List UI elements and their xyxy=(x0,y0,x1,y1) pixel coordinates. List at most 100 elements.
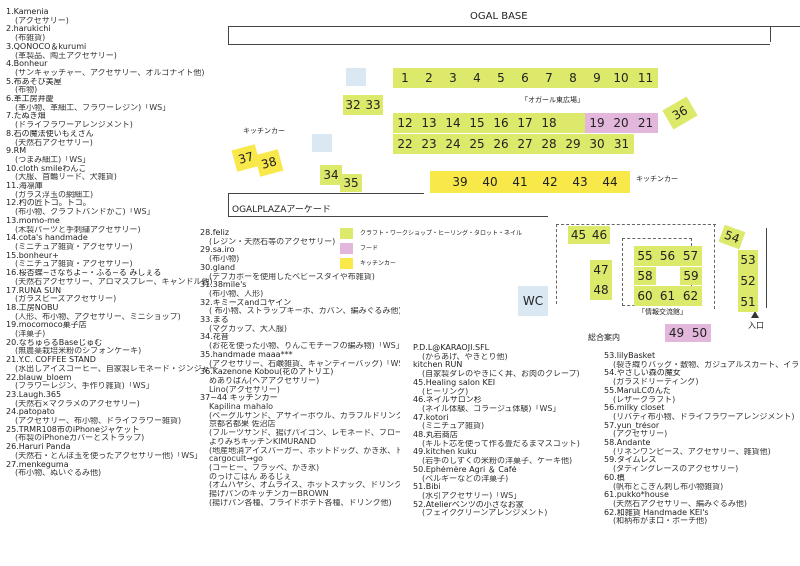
booth-51[interactable]: 51 xyxy=(740,294,756,309)
booth-52[interactable]: 52 xyxy=(740,273,756,288)
vendor-name: 20.なちゅらるBaseじゅむ xyxy=(6,338,103,347)
booth-3[interactable]: 3 xyxy=(449,71,457,85)
vendor-desc: (ネイル体験、コラージュ体験)「WS」 xyxy=(422,404,561,413)
booth-16[interactable]: 16 xyxy=(493,116,509,130)
vendor-name: 15.bonheur+ xyxy=(6,251,59,260)
booth-44[interactable]: 44 xyxy=(602,175,618,189)
booth-59[interactable]: 59 xyxy=(680,267,702,285)
booth-7[interactable]: 7 xyxy=(545,71,553,85)
vendor-list-1: 1.Kamenia(アクセサリー)2.harukichi(布雑貨)3.QONOC… xyxy=(6,8,216,478)
booth-6[interactable]: 6 xyxy=(521,71,529,85)
ogal-base-title: OGAL BASE xyxy=(470,11,528,22)
booth-24[interactable]: 24 xyxy=(445,137,461,151)
booth-38[interactable]: 38 xyxy=(254,149,284,177)
booth-31[interactable]: 31 xyxy=(613,137,630,151)
vendor-name: 53.lilyBasket xyxy=(604,352,656,360)
booth-39[interactable]: 39 xyxy=(452,175,468,189)
booth-45[interactable]: 45 xyxy=(570,228,587,242)
booth-58[interactable]: 58 xyxy=(634,267,656,285)
vendor-name: 27.menkeguma xyxy=(6,460,69,469)
booth-29[interactable]: 29 xyxy=(565,137,581,151)
booth-35[interactable]: 35 xyxy=(340,174,362,192)
booth-8[interactable]: 8 xyxy=(569,71,577,85)
booth-54[interactable]: 54 xyxy=(718,224,746,250)
vendor-desc: (アクセサリー) xyxy=(15,16,69,25)
booth-27[interactable]: 27 xyxy=(517,137,533,151)
booth-42[interactable]: 42 xyxy=(542,175,558,189)
booth-28[interactable]: 28 xyxy=(541,137,557,151)
booth-18[interactable]: 18 xyxy=(541,116,557,130)
vendor-desc: (自家製ダレのやきにく丼、お肉のクレープ) xyxy=(422,370,580,379)
vendor-name: 19.mocomoco菓子店 xyxy=(6,321,87,330)
booth-50[interactable]: 50 xyxy=(691,326,708,340)
booth-43[interactable]: 43 xyxy=(572,175,588,189)
booth-61[interactable]: 61 xyxy=(659,289,676,303)
booth-57[interactable]: 57 xyxy=(682,249,699,263)
vendor-name: 14.cota's handmade xyxy=(6,234,88,243)
booth-2[interactable]: 2 xyxy=(425,71,433,85)
booth-30[interactable]: 30 xyxy=(589,137,605,151)
booth-23[interactable]: 23 xyxy=(421,137,437,151)
vendor-desc: (揚げパン各種、フライドポテト各種、ドリンク他) xyxy=(209,498,392,507)
vendor-name: 51.Bibi xyxy=(413,483,441,492)
booth-26[interactable]: 26 xyxy=(493,137,509,151)
vendor-name: 33.まる xyxy=(200,316,229,325)
booth-11[interactable]: 11 xyxy=(637,71,654,85)
vendor-name: 32.キミーズandコヤイン xyxy=(200,298,292,307)
booth-10[interactable]: 10 xyxy=(613,71,629,85)
plaza-line-left xyxy=(228,193,229,216)
booth-62[interactable]: 62 xyxy=(682,289,699,303)
vendor-desc: (お花を使った小物、りんごモチーフの編み物)「WS」 xyxy=(209,342,400,351)
booth-56[interactable]: 56 xyxy=(659,249,676,263)
booth-49[interactable]: 49 xyxy=(668,326,685,340)
vendor-name: 57.yun_trésor xyxy=(604,421,660,430)
vendor-desc: (ドライフラワーアレンジメント) xyxy=(15,121,133,130)
vendor-name: 18.工房NOBU xyxy=(6,303,59,312)
vendor-name: 62.和雑貨 Handmade KEI's xyxy=(604,508,709,517)
vendor-name: 7.たぬき畑 xyxy=(6,112,46,121)
vendor-name: 30.gland xyxy=(200,263,236,272)
booth-14[interactable]: 14 xyxy=(445,116,461,130)
vendor-desc: (タディングレースのアクセサリー) xyxy=(613,465,739,474)
vendor-name: 60.槙 xyxy=(604,473,625,482)
booth-22[interactable]: 22 xyxy=(397,137,413,151)
booth-9[interactable]: 9 xyxy=(593,71,601,85)
booth-41[interactable]: 41 xyxy=(512,175,528,189)
booth-48[interactable]: 48 xyxy=(590,280,612,300)
vendor-desc: (マグカップ、大人服) xyxy=(209,324,288,333)
booth-1[interactable]: 1 xyxy=(401,71,409,85)
booth-12[interactable]: 12 xyxy=(397,116,413,130)
info-square-label: 「情報交流館」 xyxy=(638,308,687,316)
vendor-desc: (サンキャッチャー、アクセサリー、オルゴナイト他) xyxy=(15,68,205,77)
booth-17[interactable]: 17 xyxy=(517,116,533,130)
booth-40[interactable]: 40 xyxy=(482,175,498,189)
vendor-name: 61.pukko*house xyxy=(604,491,669,500)
booth-13[interactable]: 13 xyxy=(421,116,437,130)
booth-19[interactable]: 19 xyxy=(589,116,605,130)
booth-20[interactable]: 20 xyxy=(613,116,629,130)
booth-47[interactable]: 47 xyxy=(590,260,612,280)
booth-46[interactable]: 46 xyxy=(591,228,608,242)
booth-15[interactable]: 15 xyxy=(469,116,485,130)
vendor-name: 8.石の魔法使いもえさん xyxy=(6,129,94,138)
booth-4[interactable]: 4 xyxy=(473,71,481,85)
booth-36[interactable]: 36 xyxy=(662,96,698,130)
wc-block: WC xyxy=(518,286,548,316)
booth-34[interactable]: 34 xyxy=(320,165,342,185)
vendor-desc: (リネンワンピース、アクセサリー、雑貨他) xyxy=(613,447,771,456)
vendor-desc: (人形、布小物、アクセサリー、ミニショップ) xyxy=(15,312,181,321)
vendor-desc: (アクセサリー、石鹸雑貨、キャンディーバッグ)「WS」 xyxy=(209,359,400,368)
booth-25[interactable]: 25 xyxy=(469,137,485,151)
booth-60[interactable]: 60 xyxy=(637,289,653,303)
vendor-desc: Kapilina mahalo xyxy=(209,403,274,412)
vendor-desc: (フルーツサンド、揚げパイゴン、レモネード、フロート他) xyxy=(209,429,400,438)
booth-55[interactable]: 55 xyxy=(637,249,653,263)
booth-5[interactable]: 5 xyxy=(497,71,505,85)
vendor-name: 9.RM xyxy=(6,147,27,156)
booth-32[interactable]: 32 xyxy=(345,98,361,112)
booth-33[interactable]: 33 xyxy=(365,98,381,112)
booth-21[interactable]: 21 xyxy=(637,116,654,130)
vendor-desc: (無農薬栽培米粉のシフォンケーキ) xyxy=(15,347,142,356)
booth-53[interactable]: 53 xyxy=(740,253,756,267)
booth-row-2 xyxy=(393,113,585,133)
